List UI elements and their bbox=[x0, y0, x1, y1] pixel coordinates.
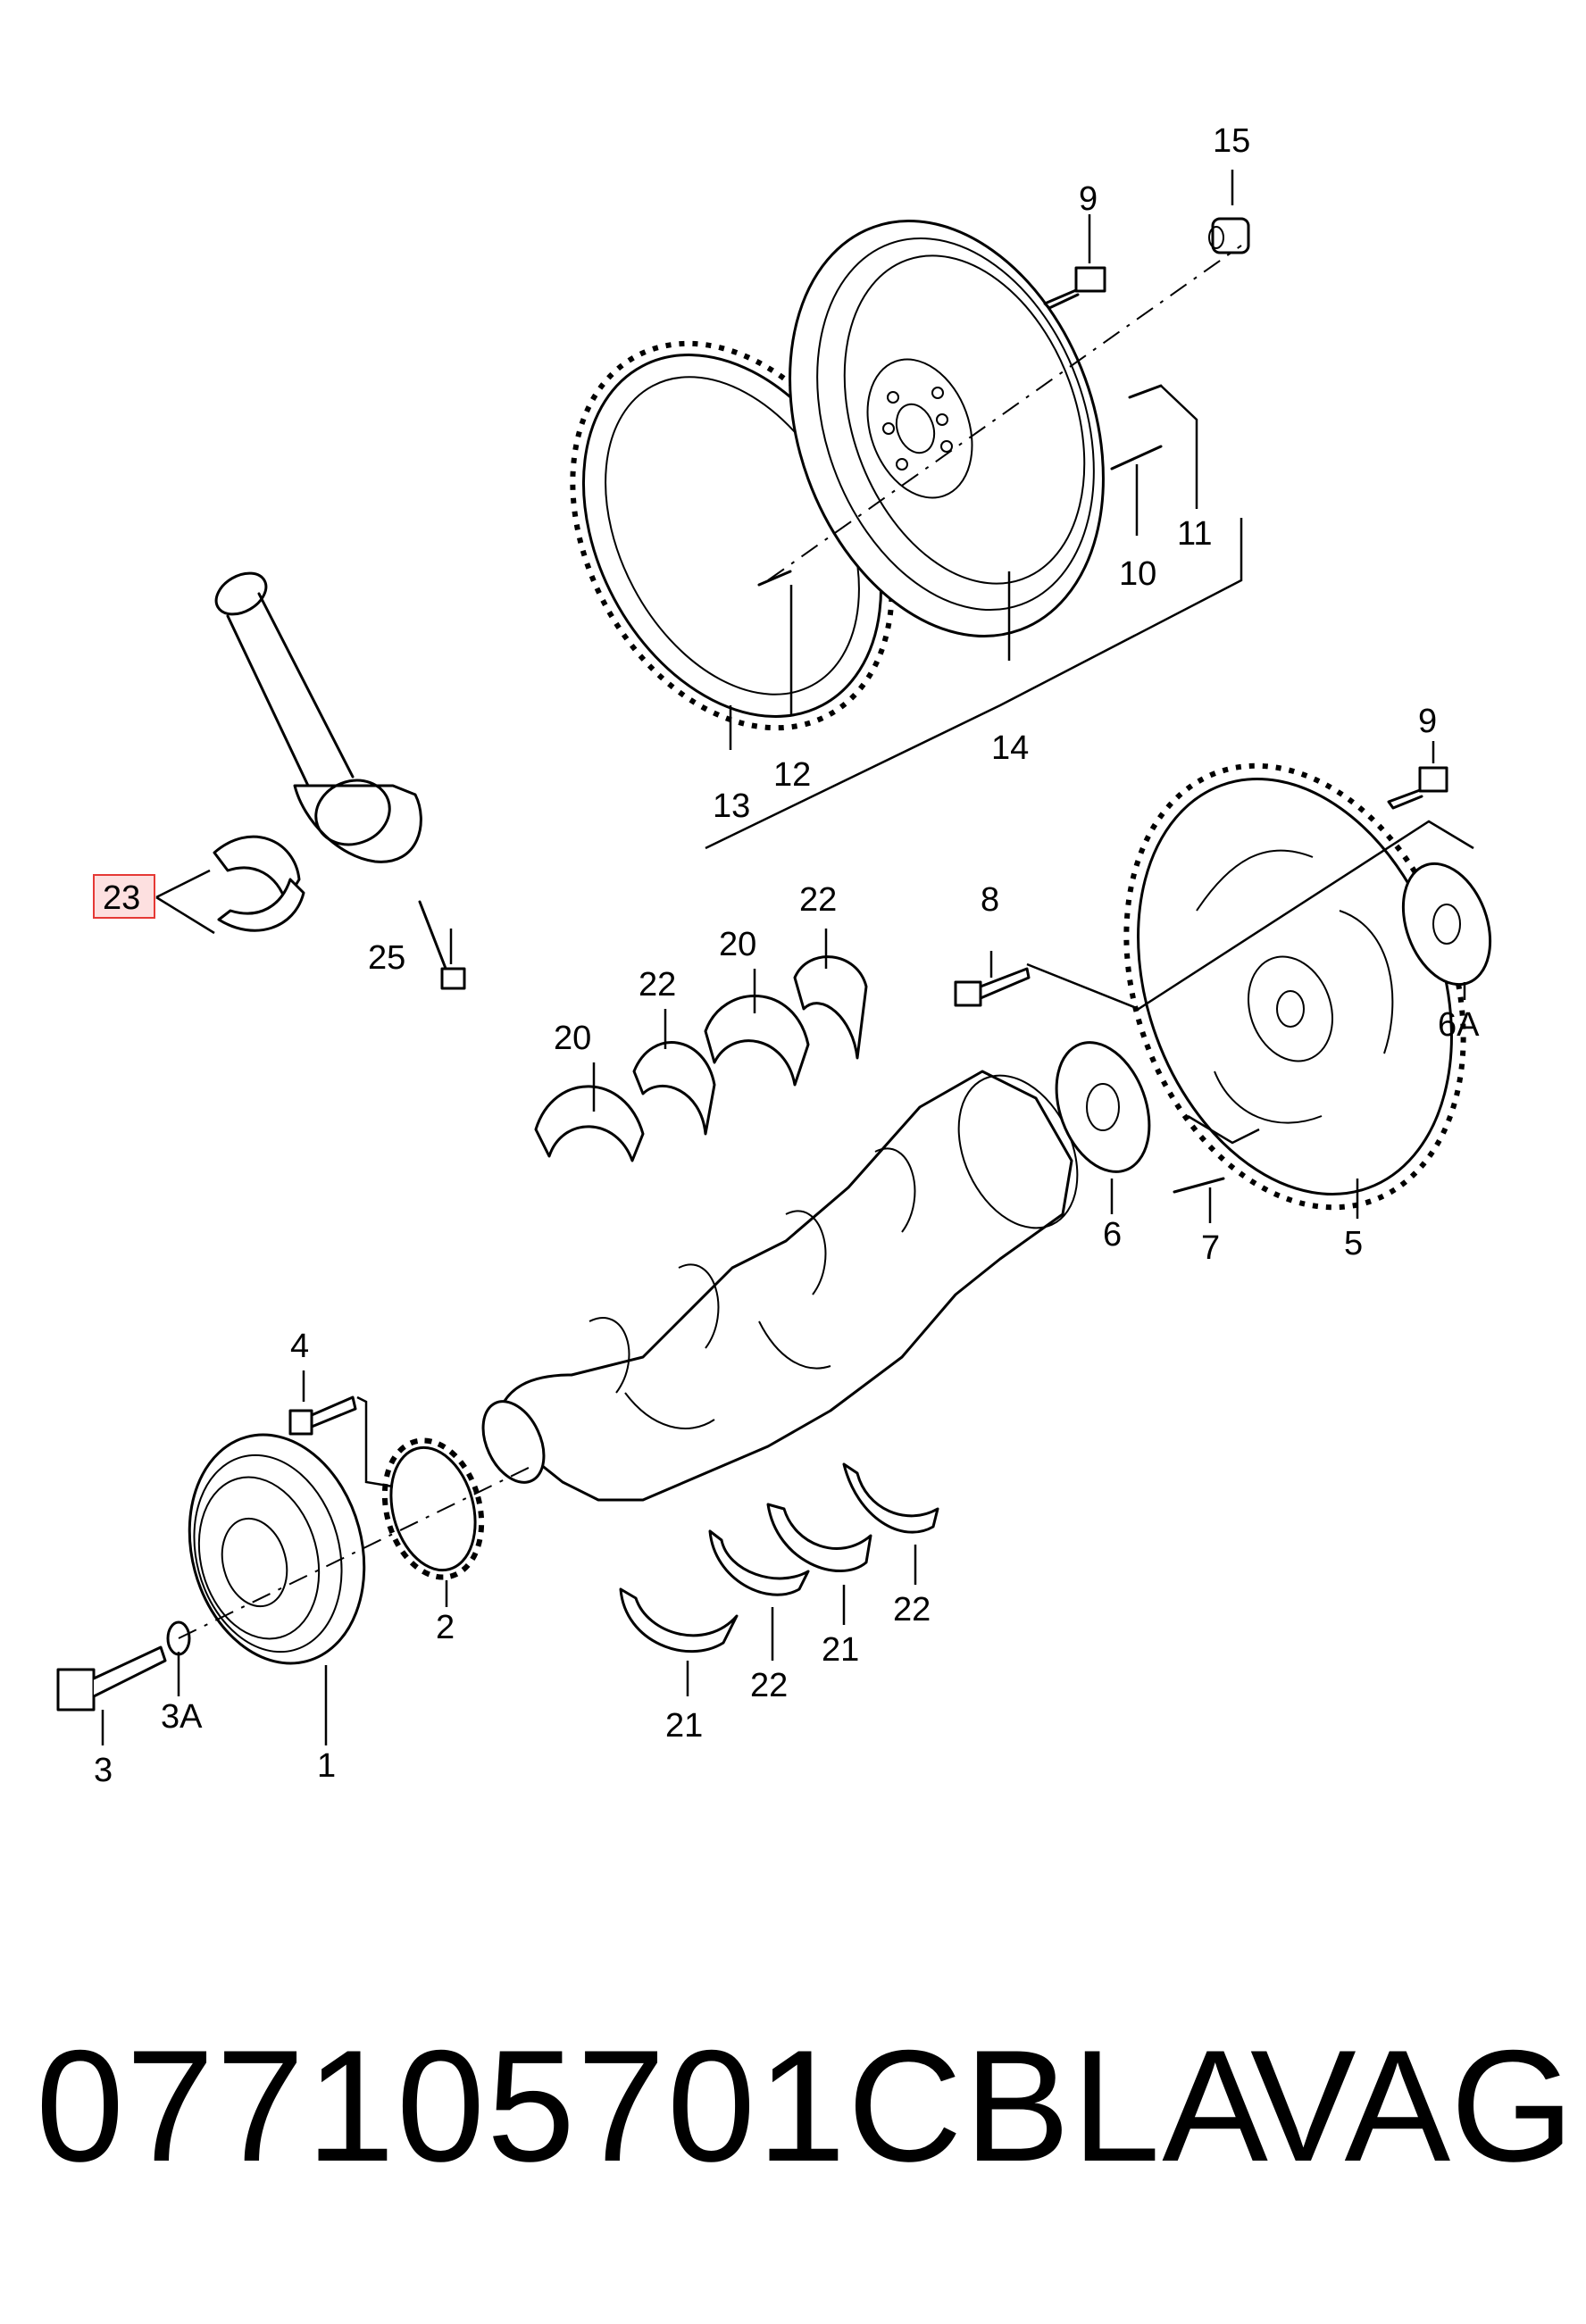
callout-23-highlight[interactable]: 23 bbox=[93, 874, 155, 919]
callout-22-upper-right: 22 bbox=[799, 881, 837, 919]
callout-22-lower-right: 22 bbox=[893, 1591, 931, 1628]
upper-bearing-shells bbox=[534, 929, 868, 1162]
bushing-15 bbox=[1208, 217, 1250, 254]
bolt-4 bbox=[288, 1395, 357, 1436]
flywheel-assembly bbox=[570, 170, 1250, 850]
callout-15: 15 bbox=[1213, 122, 1250, 160]
callout-11: 11 bbox=[1177, 515, 1212, 553]
callout-23: 23 bbox=[103, 879, 140, 917]
callout-2: 2 bbox=[436, 1609, 455, 1646]
callout-9-right: 9 bbox=[1418, 703, 1437, 740]
callout-6: 6 bbox=[1103, 1216, 1122, 1254]
flywheel-disc-14 bbox=[789, 220, 1105, 637]
callout-21-right: 21 bbox=[822, 1631, 859, 1669]
bolt-8 bbox=[954, 967, 1031, 1007]
callout-20-left: 20 bbox=[554, 1020, 591, 1057]
spacer-6a bbox=[1401, 862, 1492, 987]
dowel-pin-12 bbox=[757, 570, 792, 587]
drive-plate-5 bbox=[1123, 762, 1466, 1211]
callout-8: 8 bbox=[981, 881, 999, 919]
callout-13: 13 bbox=[713, 787, 750, 825]
callout-3: 3 bbox=[94, 1752, 113, 1789]
spacer-6 bbox=[1055, 1041, 1151, 1173]
callout-12: 12 bbox=[773, 756, 811, 794]
callout-7: 7 bbox=[1201, 1229, 1220, 1267]
callout-3a: 3A bbox=[161, 1698, 203, 1736]
dowel-pin-10 bbox=[1110, 445, 1163, 471]
callout-1: 1 bbox=[317, 1747, 336, 1785]
callout-6a: 6A bbox=[1438, 1006, 1480, 1044]
vibration-damper-1 bbox=[188, 1433, 366, 1665]
callout-5: 5 bbox=[1344, 1225, 1363, 1262]
lower-bearing-shells bbox=[619, 1462, 939, 1696]
bolt-3 bbox=[56, 1645, 167, 1712]
callout-20-right: 20 bbox=[719, 926, 756, 963]
crankshaft bbox=[481, 1070, 1079, 1502]
flywheel-bolt-9 bbox=[1043, 266, 1106, 310]
con-rod-bearing-23 bbox=[155, 835, 305, 935]
callout-14: 14 bbox=[991, 729, 1029, 767]
bolt-9-right bbox=[1387, 766, 1448, 810]
callout-9-top: 9 bbox=[1079, 180, 1098, 218]
connecting-rod bbox=[214, 571, 466, 990]
callout-25: 25 bbox=[368, 939, 405, 977]
brand-label: VAG bbox=[1250, 2017, 1574, 2195]
callout-10: 10 bbox=[1119, 555, 1156, 593]
callout-22-lower-left: 22 bbox=[750, 1667, 788, 1704]
callout-21-left: 21 bbox=[665, 1707, 703, 1745]
sprocket-2 bbox=[381, 1437, 485, 1580]
pin-7 bbox=[1173, 1177, 1225, 1194]
callout-22-upper-left: 22 bbox=[639, 966, 676, 1004]
highlight-box bbox=[93, 874, 155, 919]
part-number: 077105701CBLA bbox=[36, 2017, 1270, 2195]
dowel-pin-11 bbox=[1128, 384, 1163, 399]
callout-4: 4 bbox=[290, 1328, 309, 1365]
